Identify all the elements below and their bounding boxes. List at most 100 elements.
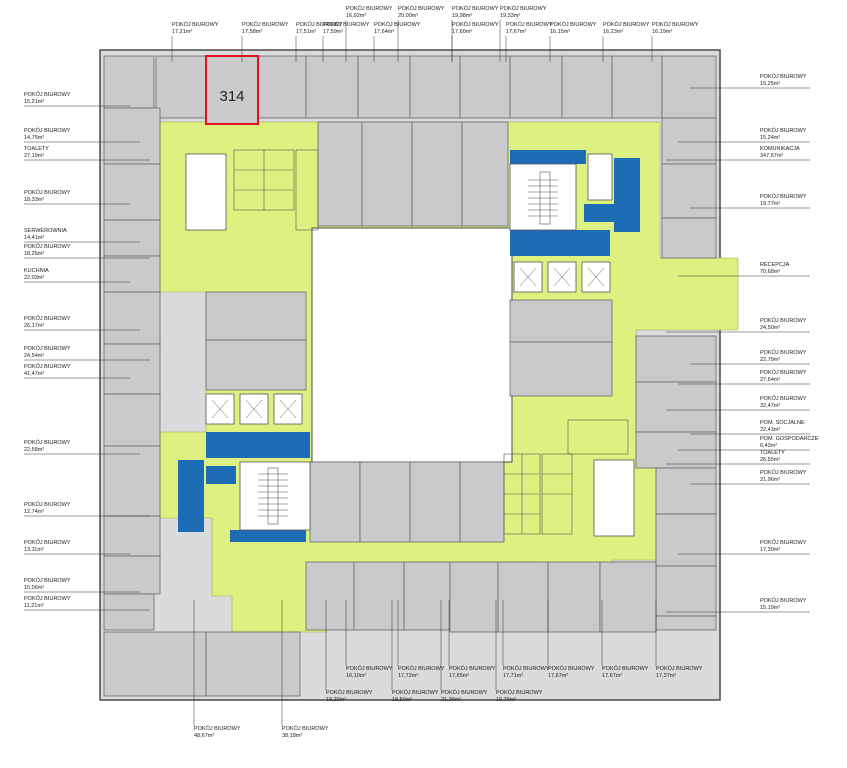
selected-unit-number: 314 — [219, 88, 245, 105]
room-name: POM. GOSPODARCZE — [760, 436, 819, 442]
office-room[interactable] — [561, 55, 613, 119]
office-room[interactable] — [205, 291, 307, 341]
office-room[interactable] — [361, 121, 413, 227]
office-room[interactable] — [611, 55, 663, 119]
office-room[interactable] — [509, 341, 613, 397]
room-area: 17,71m² — [503, 672, 524, 679]
office-room[interactable] — [357, 55, 411, 119]
room-area: 17,65m² — [449, 672, 470, 679]
room-name: POKÓJ BIUROWY — [24, 346, 71, 352]
room-area: 16,23m² — [603, 28, 624, 35]
office-room[interactable] — [661, 163, 717, 219]
room-area: 17,67m² — [548, 672, 569, 679]
room-name: POKÓJ BIUROWY — [760, 540, 807, 546]
office-room[interactable] — [635, 335, 717, 383]
office-room[interactable] — [409, 461, 461, 543]
room-area: 22,58m² — [24, 446, 45, 453]
office-room[interactable] — [509, 55, 563, 119]
office-room[interactable] — [509, 299, 613, 343]
office-room[interactable] — [103, 163, 161, 221]
office-room[interactable] — [403, 561, 451, 631]
selected-unit-highlight[interactable] — [205, 55, 259, 125]
office-room[interactable] — [661, 217, 717, 259]
office-room[interactable] — [359, 461, 411, 543]
room-area: 17,60m² — [452, 28, 473, 35]
room-area: 14,41m² — [24, 234, 45, 241]
office-room[interactable] — [635, 381, 717, 433]
office-room[interactable] — [411, 121, 463, 227]
room-area: 41,47m² — [24, 370, 45, 377]
office-room[interactable] — [449, 561, 499, 633]
room-name: POKÓJ BIUROWY — [24, 316, 71, 322]
office-room[interactable] — [353, 561, 405, 631]
room-area: 13,11m² — [24, 546, 44, 553]
room-name: POKÓJ BIUROWY — [760, 194, 807, 200]
room-name: POKÓJ BIUROWY — [172, 22, 219, 28]
room-name: POKÓJ BIUROWY — [760, 396, 807, 402]
office-room[interactable] — [655, 565, 717, 617]
office-room[interactable] — [599, 561, 657, 633]
room-name: POKÓJ BIUROWY — [441, 690, 488, 696]
office-room[interactable] — [655, 513, 717, 567]
office-room[interactable] — [103, 55, 155, 109]
office-room[interactable] — [317, 121, 363, 227]
core-sw-small — [206, 466, 236, 484]
office-room[interactable] — [305, 561, 355, 631]
office-room[interactable] — [459, 461, 505, 543]
office-room[interactable] — [205, 339, 307, 391]
office-room[interactable] — [103, 393, 161, 447]
office-room[interactable] — [103, 555, 161, 595]
office-room[interactable] — [461, 121, 509, 227]
office-room[interactable] — [661, 55, 717, 119]
office-room[interactable] — [103, 631, 207, 697]
room-name: POKÓJ BIUROWY — [760, 350, 807, 356]
room-area: 16,19m² — [652, 28, 673, 35]
office-room[interactable] — [459, 55, 511, 119]
office-room[interactable] — [205, 631, 301, 697]
office-room[interactable] — [103, 219, 161, 257]
office-room[interactable] — [547, 561, 601, 633]
room-name: KOMUNIKACJA — [760, 146, 800, 152]
office-room[interactable] — [103, 445, 161, 517]
office-room[interactable] — [497, 561, 549, 633]
office-room[interactable] — [103, 255, 161, 293]
building-cores — [178, 149, 640, 542]
office-room[interactable] — [655, 615, 717, 631]
room-name: POKÓJ BIUROWY — [506, 22, 553, 28]
office-room[interactable] — [103, 593, 155, 631]
office-room[interactable] — [103, 291, 161, 345]
room-name: POKÓJ BIUROWY — [760, 370, 807, 376]
room-name: POKÓJ BIUROWY — [500, 6, 547, 12]
room-name: POKÓJ BIUROWY — [296, 22, 343, 28]
core-ne-band — [510, 230, 610, 256]
room-name: POKÓJ BIUROWY — [760, 598, 807, 604]
office-room[interactable] — [305, 55, 359, 119]
office-room[interactable] — [103, 343, 161, 395]
core-ne-shaft — [614, 158, 640, 232]
office-room[interactable] — [155, 55, 207, 119]
room-name: POKÓJ BIUROWY — [24, 364, 71, 370]
room-name: KUCHNIA — [24, 268, 49, 274]
office-room[interactable] — [309, 461, 361, 543]
office-room[interactable] — [655, 467, 717, 515]
office-room[interactable] — [103, 515, 161, 557]
office-room[interactable] — [103, 107, 161, 165]
office-rooms — [103, 55, 717, 697]
office-room[interactable] — [661, 117, 717, 165]
office-room[interactable] — [409, 55, 461, 119]
office-room[interactable] — [257, 55, 307, 119]
